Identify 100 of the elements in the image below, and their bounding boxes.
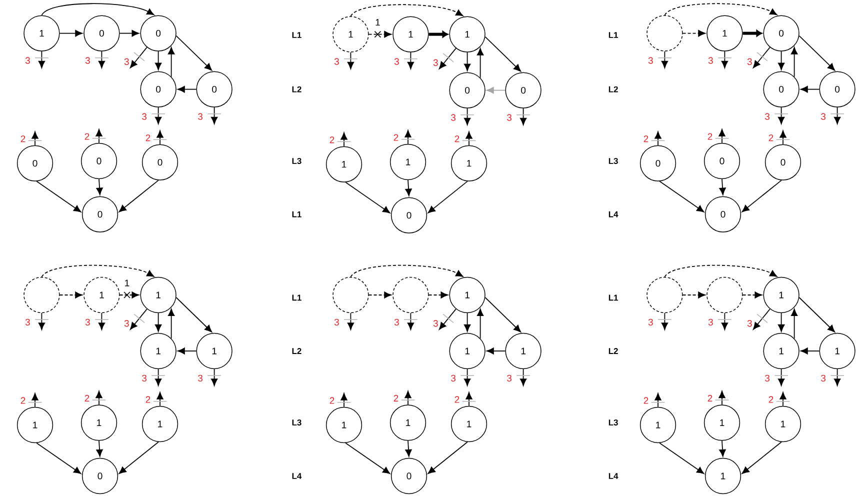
dashed-arrow <box>119 292 140 298</box>
arrow <box>464 368 471 386</box>
arrow <box>428 180 468 214</box>
arrow <box>36 442 82 474</box>
arrow <box>38 312 46 330</box>
circle-node: 1 <box>390 404 426 441</box>
edge-label: 3 <box>507 114 512 121</box>
edge-label: 3 <box>25 57 30 64</box>
arrow <box>347 312 354 330</box>
row-label: L2 <box>292 348 302 354</box>
edge-label: 2 <box>146 396 150 403</box>
arrow <box>659 442 704 474</box>
arrow <box>464 108 471 126</box>
edge-label: 3 <box>708 318 713 326</box>
edge-label: 3 <box>394 58 399 65</box>
edge-label: 3 <box>142 374 147 382</box>
arrow <box>428 442 468 474</box>
circle-node: 0 <box>140 15 176 52</box>
arrow <box>404 390 412 406</box>
dashed-arrow <box>742 292 762 298</box>
edge-label: 3 <box>765 374 770 382</box>
arrow <box>156 392 164 406</box>
arrow <box>210 106 218 124</box>
circle-node: 1 <box>449 16 486 52</box>
edge-label: 2 <box>708 394 712 402</box>
row-label: L3 <box>292 158 302 164</box>
edge-label: 2 <box>394 394 398 402</box>
arrow <box>154 368 162 386</box>
edge-label: 3 <box>648 57 653 64</box>
edge-label: 2 <box>644 136 648 142</box>
edge-label: 3 <box>708 57 713 64</box>
arrow <box>119 30 140 37</box>
dashed-circle <box>332 276 369 314</box>
edge-label: 3 <box>124 58 129 65</box>
arrow <box>32 393 38 408</box>
circle-node: 1 <box>449 276 486 314</box>
dashed-arrow <box>428 292 448 298</box>
arrow <box>439 308 456 330</box>
circle-node: 1 <box>764 406 802 442</box>
arrow <box>154 106 162 124</box>
circle-node: 0 <box>142 144 178 180</box>
arrow <box>834 106 841 124</box>
circle-node: 1 <box>450 406 488 442</box>
circle-node: 1 <box>16 406 54 444</box>
arrow <box>798 297 836 332</box>
arrow <box>439 48 456 70</box>
arrow <box>800 86 820 93</box>
arrow <box>98 312 106 330</box>
arrow <box>790 308 798 339</box>
circle-node: 1 <box>24 15 60 52</box>
edge-label: 3 <box>198 113 203 120</box>
circle-node: 1 <box>819 332 856 370</box>
dashed-curved-arrow <box>41 264 154 278</box>
arrow <box>718 129 726 144</box>
circle-node: 1 <box>449 332 486 370</box>
arrow <box>661 50 668 68</box>
arrow <box>168 308 175 339</box>
circle-node: 0 <box>390 197 428 234</box>
edge-label: 3 <box>85 318 90 326</box>
circle-node: 1 <box>450 145 488 182</box>
arrow <box>466 131 472 146</box>
arrow <box>798 35 836 71</box>
arrow <box>778 312 785 332</box>
circle-node: 0 <box>390 458 428 494</box>
arrow <box>520 368 527 386</box>
row-label: L3 <box>292 420 302 426</box>
edge-label: 3 <box>821 374 826 382</box>
arrow <box>721 50 728 68</box>
arrow <box>154 312 162 332</box>
circle-node: 1 <box>640 406 676 444</box>
edge-label: 3 <box>198 374 203 382</box>
arrow <box>407 312 414 330</box>
edge-label: 2 <box>768 396 774 403</box>
edge-label: 3 <box>334 318 339 326</box>
edge-label: 3 <box>142 113 147 120</box>
arrow <box>661 312 668 330</box>
arrow <box>96 390 102 406</box>
arrow <box>476 308 484 339</box>
edge-label: 3 <box>747 320 752 327</box>
arrow <box>176 35 212 71</box>
edge-label: 2 <box>454 396 460 403</box>
circle-node: 1 <box>704 404 740 441</box>
row-label: L4 <box>608 211 618 218</box>
arrow <box>752 308 770 330</box>
circle-node: 1 <box>706 15 743 52</box>
edge-label: 2 <box>20 397 26 404</box>
arrow <box>719 440 726 457</box>
circle-node: 0 <box>763 71 800 108</box>
arrow <box>168 47 175 78</box>
arrow <box>404 130 412 144</box>
arrow <box>345 182 390 214</box>
arrow <box>486 348 506 354</box>
arrow <box>742 180 782 212</box>
dashed-curved-arrow <box>350 4 464 17</box>
arrow <box>778 106 785 124</box>
dashed-arrow <box>682 30 706 37</box>
dashed-curved-arrow <box>664 264 778 278</box>
row-label: L1 <box>608 294 618 301</box>
curved-arrow <box>41 3 154 16</box>
circle-node: 0 <box>819 71 856 108</box>
